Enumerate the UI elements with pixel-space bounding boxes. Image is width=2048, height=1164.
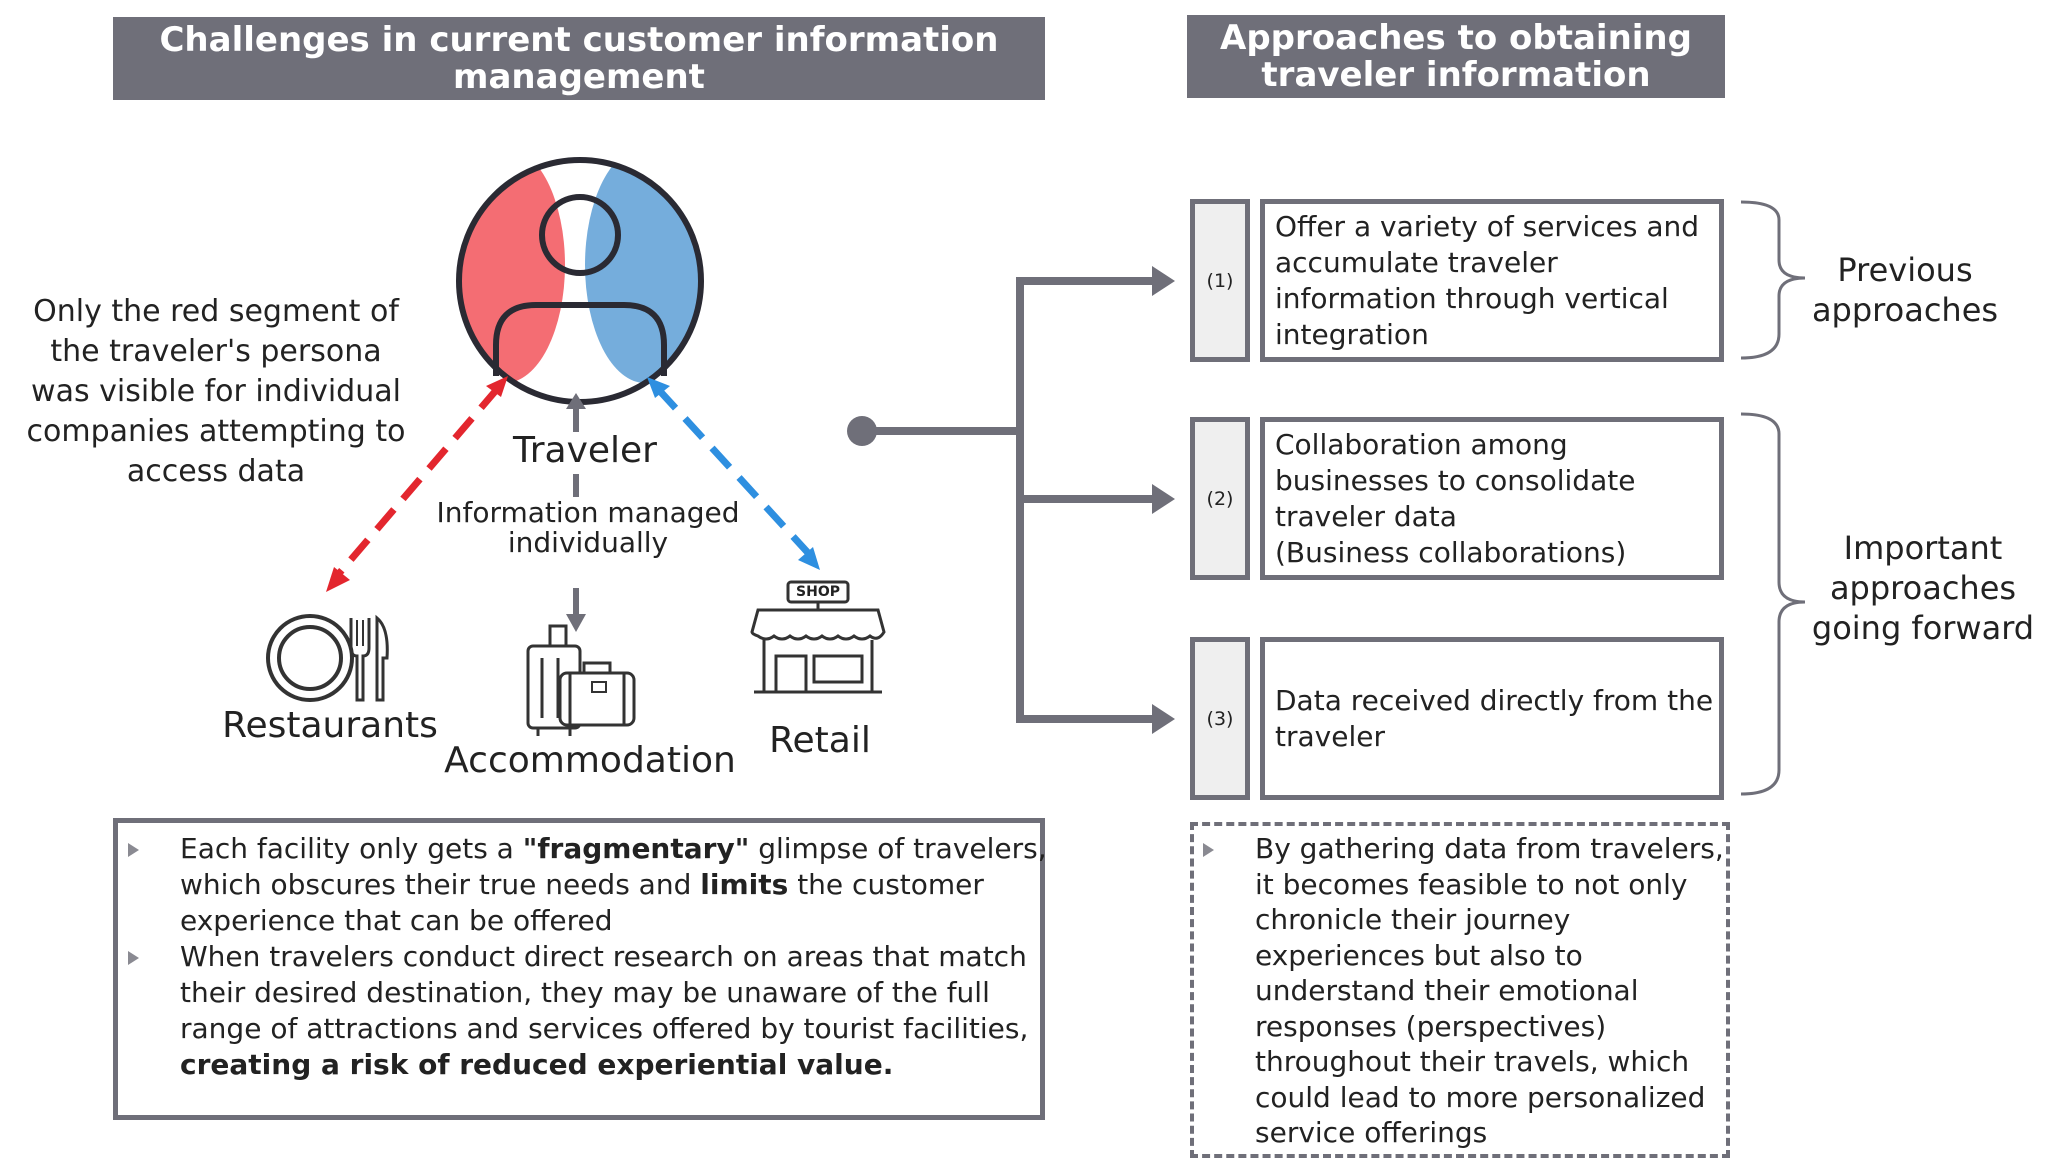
conclusion-box [1190, 822, 1730, 1158]
luggage-icon [526, 624, 636, 736]
approach-number-3: (3) [1190, 637, 1250, 800]
restaurant-icon [266, 614, 389, 702]
important-approaches-label: Important approaches going forward [1808, 528, 2038, 648]
challenge-line: range of attractions and services offere… [180, 1011, 1028, 1047]
approach-2-line: traveler data [1275, 499, 1457, 533]
challenge-line: which obscures their true needs and limi… [180, 867, 1047, 903]
bullet-triangle-2 [128, 951, 139, 965]
approach-1-line: integration [1275, 317, 1429, 351]
approach-2-line: (Business collaborations) [1275, 535, 1627, 569]
approach-3-line: Data received directly from the [1275, 683, 1714, 717]
red-arrow-line [333, 385, 501, 580]
retail-label: Retail [769, 720, 871, 761]
approach-1-line: Offer a variety of services and [1275, 209, 1700, 243]
connector-arrowhead-2 [1152, 484, 1175, 514]
challenge-bullet-1: Each facility only gets a "fragmentary" … [180, 831, 1047, 939]
conclusion-line: By gathering data from travelers, [1255, 832, 1724, 865]
left-header-line-2: management [453, 56, 705, 97]
traveler-diagram [326, 157, 820, 632]
emphasis-text: limits [700, 868, 789, 901]
connector-arrowhead-1 [1152, 266, 1175, 296]
grey-arrowhead-down [566, 614, 586, 632]
info-managed-line-2: individually [507, 526, 669, 559]
approach-box-1: Offer a variety of services and accumula… [1260, 199, 1724, 362]
persona-note-line: was visible for individual [31, 374, 401, 409]
approach-3-line: traveler [1275, 719, 1385, 753]
challenge-text: range of attractions and services offere… [180, 1012, 1029, 1045]
red-arrowhead-bottom [326, 567, 350, 592]
emphasis-text: "fragmentary" [522, 832, 750, 865]
persona-note: Only the red segment of the traveler's p… [0, 292, 432, 492]
red-arrowhead-top [486, 376, 508, 397]
challenges-box [113, 818, 1045, 1120]
approach-1-line: accumulate traveler [1275, 245, 1558, 279]
conclusion-line: understand their emotional [1255, 974, 1639, 1007]
important-label-line: going forward [1811, 609, 2035, 647]
challenge-text: which obscures their true needs and [180, 868, 701, 901]
accommodation-label: Accommodation [444, 740, 736, 781]
traveler-label: Traveler [513, 430, 657, 471]
persona-circle-icon [456, 157, 704, 405]
approach-box-2: Collaboration among businesses to consol… [1260, 417, 1724, 580]
right-header-line-2: traveler information [1261, 54, 1651, 95]
challenge-bullet-2: When travelers conduct direct research o… [180, 939, 1028, 1083]
important-label-line: Important [1843, 529, 2003, 567]
challenge-text: their desired destination, they may be u… [180, 976, 990, 1009]
emphasis-text: creating a risk of reduced experiential … [180, 1048, 894, 1081]
grey-arrowhead-up [566, 393, 586, 409]
previous-approaches-label: Previous approaches [1805, 250, 2005, 330]
conclusion-line: responses (perspectives) [1255, 1009, 1607, 1043]
conclusion-line: could lead to more personalized [1255, 1080, 1706, 1114]
challenge-line: Each facility only gets a "fragmentary" … [180, 831, 1047, 867]
bullet-triangle-1 [128, 843, 139, 857]
challenge-line: When travelers conduct direct research o… [180, 939, 1028, 975]
approach-1-line: information through vertical [1275, 281, 1669, 315]
info-managed-label: Information managed individually [418, 498, 758, 558]
conclusion-text: By gathering data from travelers, it bec… [1255, 831, 1724, 1151]
conclusion-bullet-triangle [1203, 843, 1214, 857]
challenge-line: experience that can be offered [180, 903, 1047, 939]
left-header-line-1: Challenges in current customer informati… [159, 19, 999, 60]
blue-arrowhead-top [647, 377, 670, 398]
challenge-text: the customer [788, 868, 984, 901]
info-managed-line-1: Information managed [436, 496, 740, 529]
approach-connector [847, 266, 1175, 734]
previous-bracket [1740, 200, 1806, 360]
important-bracket [1740, 412, 1806, 796]
left-header: Challenges in current customer informati… [113, 17, 1045, 100]
approach-number-1: (1) [1190, 199, 1250, 362]
shop-sign: SHOP [796, 584, 840, 600]
connector-arrowhead-3 [1152, 704, 1175, 734]
conclusion-line: experiences but also to [1255, 938, 1583, 972]
brackets [1740, 200, 1806, 796]
blue-arrowhead-bottom [798, 547, 820, 570]
conclusion-line: throughout their travels, which [1255, 1045, 1690, 1078]
challenge-text: experience that can be offered [180, 904, 613, 937]
challenge-text: glimpse of travelers, [749, 832, 1047, 865]
previous-label-line: approaches [1811, 291, 1999, 329]
challenge-text: Each facility only gets a [180, 832, 523, 865]
previous-label-line: Previous [1837, 251, 1973, 289]
challenge-line: their desired destination, they may be u… [180, 975, 1028, 1011]
conclusion-line: it becomes feasible to not only [1255, 867, 1688, 901]
important-label-line: approaches [1829, 569, 2017, 607]
challenge-line: creating a risk of reduced experiential … [180, 1047, 1028, 1083]
approach-2-line: Collaboration among [1275, 427, 1568, 461]
right-header-line-1: Approaches to obtaining [1220, 17, 1692, 58]
persona-note-line: companies attempting to [26, 414, 406, 449]
conclusion-line: service offerings [1255, 1116, 1488, 1149]
shop-icon [750, 580, 886, 694]
restaurants-label: Restaurants [222, 705, 438, 746]
approach-box-3: Data received directly from the traveler [1260, 637, 1724, 800]
persona-note-line: Only the red segment of [33, 294, 399, 329]
conclusion-line: chronicle their journey [1255, 903, 1571, 936]
persona-note-line: the traveler's persona [50, 334, 382, 369]
approach-number-2: (2) [1190, 417, 1250, 580]
persona-note-line: access data [126, 454, 306, 489]
approach-2-line: businesses to consolidate [1275, 463, 1636, 497]
challenge-text: When travelers conduct direct research o… [180, 940, 1027, 973]
